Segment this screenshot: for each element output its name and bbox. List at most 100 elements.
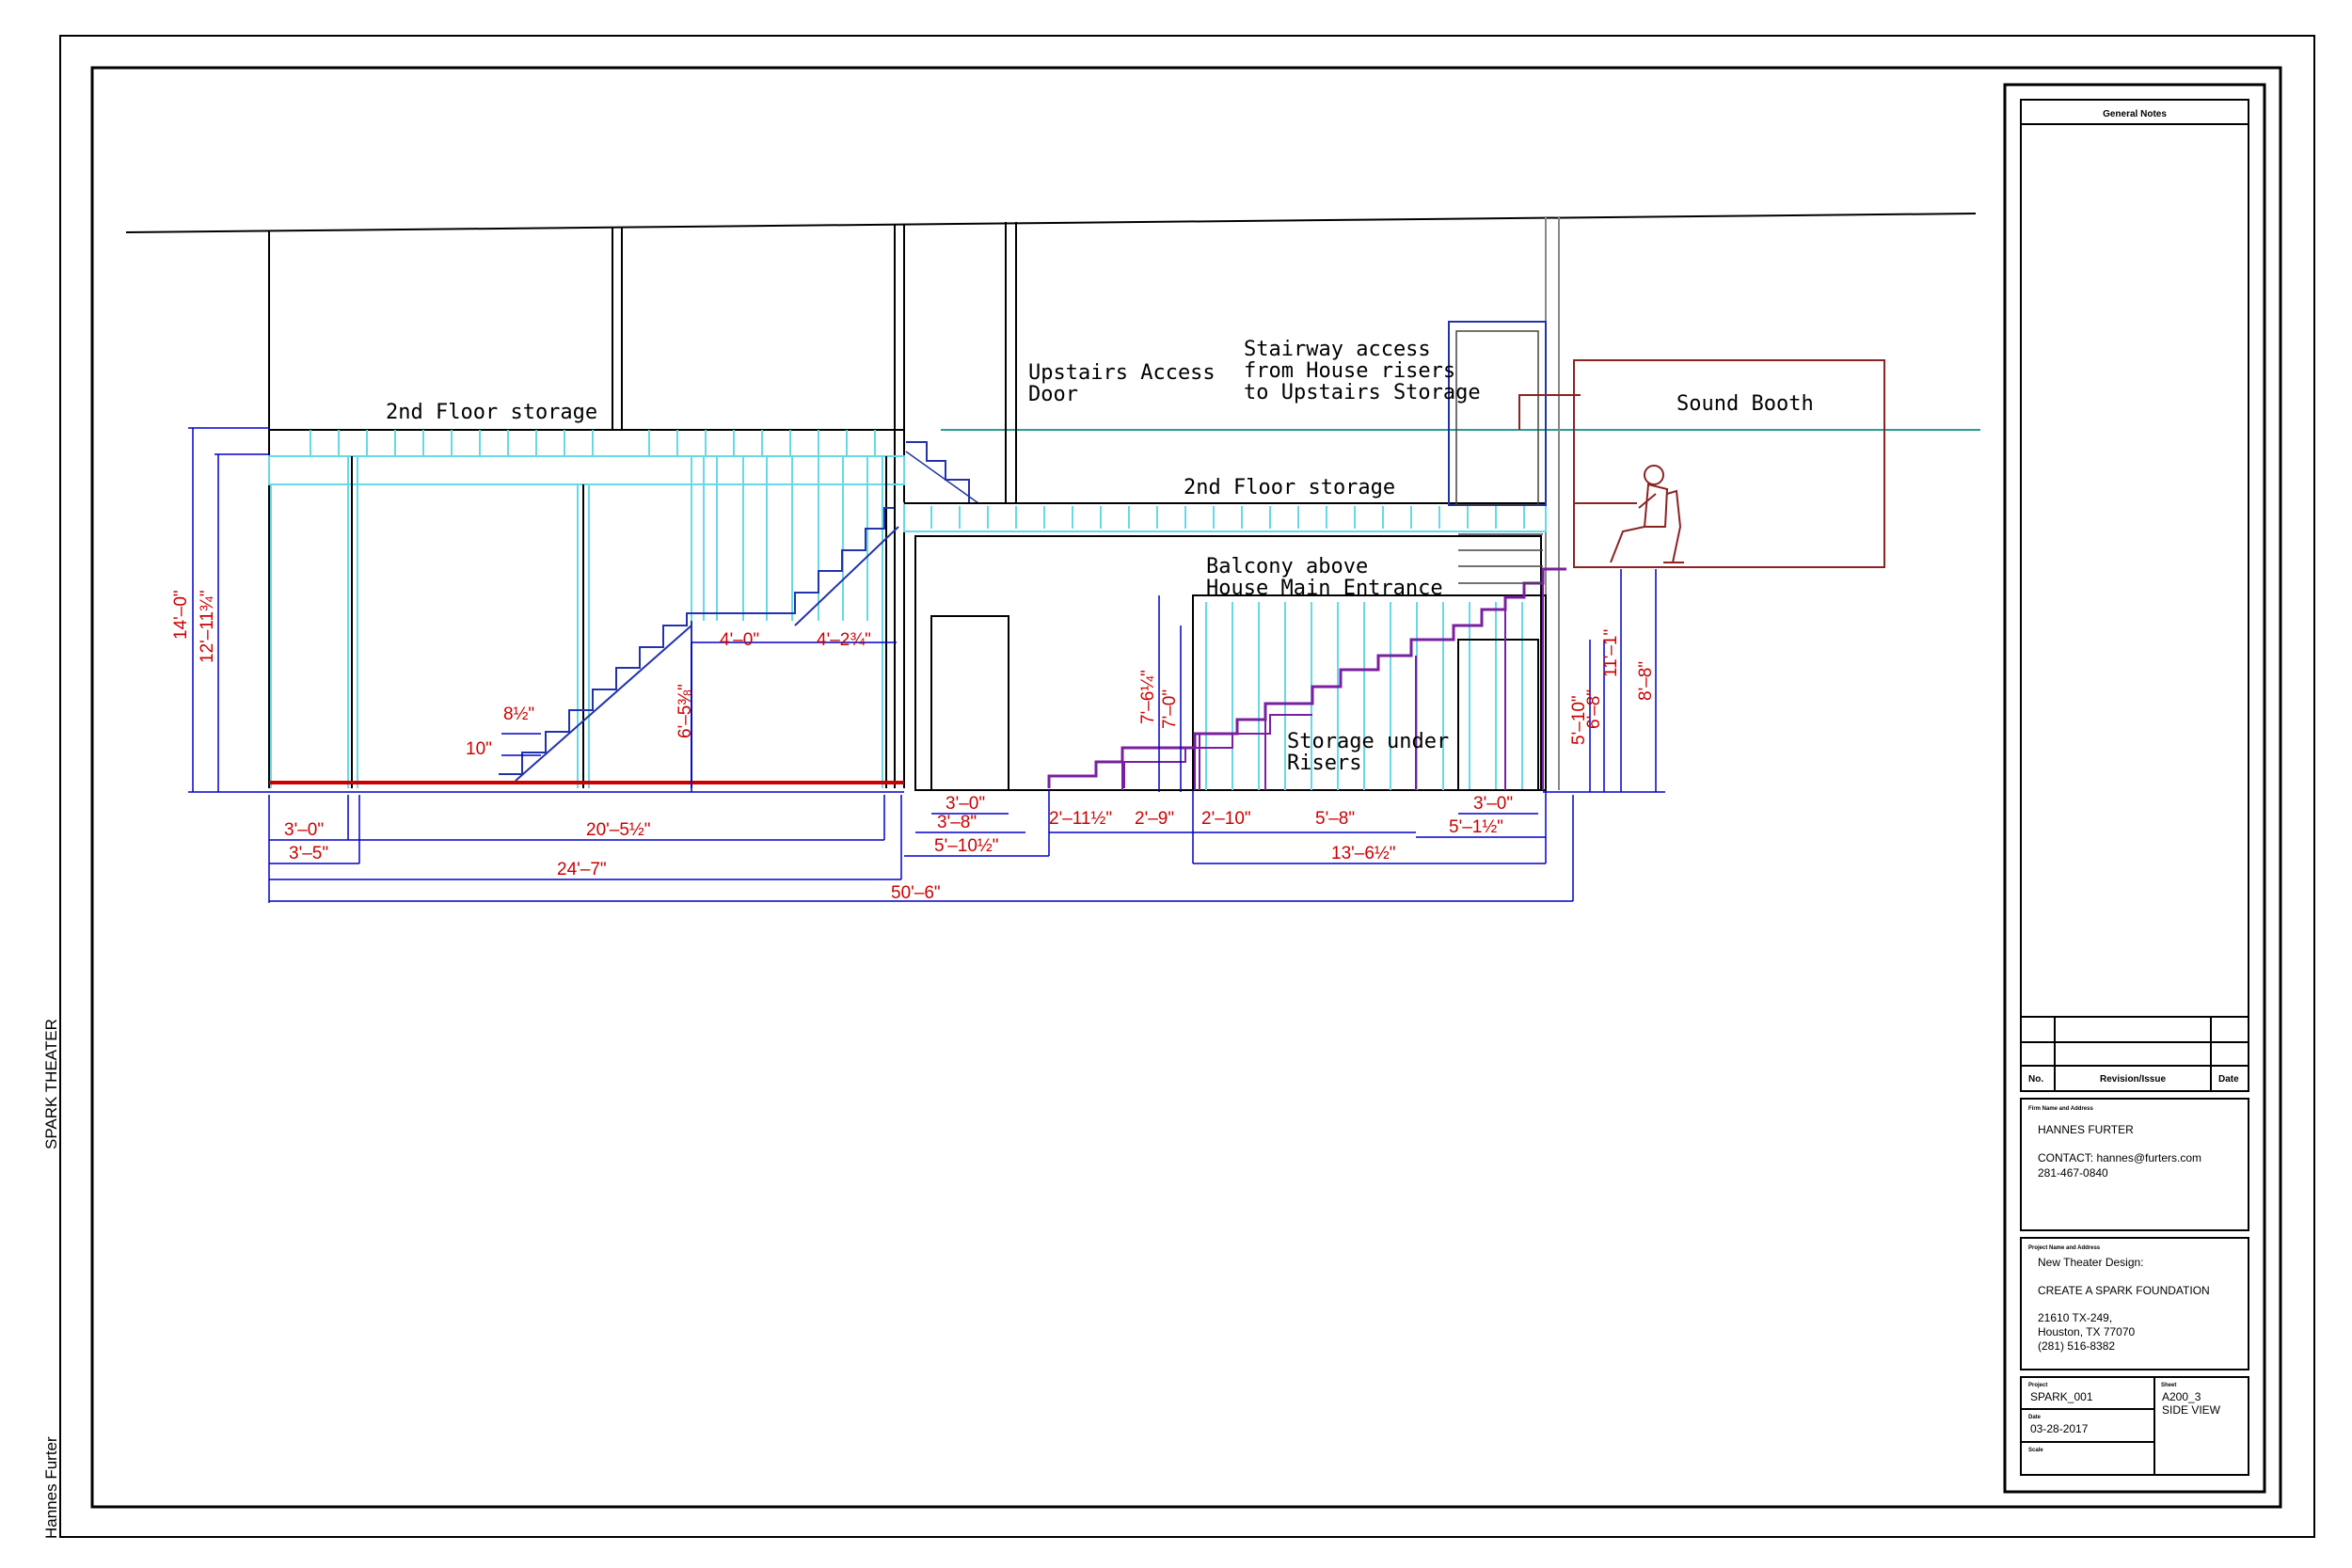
- firm-name: HANNES FURTER: [2038, 1123, 2134, 1136]
- label-stairway-access-2: from House risers: [1244, 359, 1455, 383]
- dim-width-5-1: 5'–1½": [1449, 817, 1503, 837]
- right-storage-slab: [903, 502, 1547, 532]
- label-stairway-access-1: Stairway access: [1244, 338, 1431, 361]
- upper-stair-to-storage: [906, 441, 993, 504]
- project-line1: New Theater Design:: [2038, 1256, 2144, 1269]
- left-slab-joists: [310, 430, 876, 456]
- dim-stair-8: 8½": [503, 705, 534, 724]
- house-risers-lower-row: [1123, 714, 1312, 788]
- project-box: [2020, 1237, 2249, 1370]
- upper-stair-stringer: [905, 451, 979, 504]
- dim-height-11-1: 11'–1": [1601, 629, 1621, 677]
- firm-heading: Firm Name and Address: [2028, 1106, 2093, 1112]
- dim-width-4-2: 4'–2¾": [817, 630, 871, 650]
- dim-height-7-0: 7'–0": [1160, 689, 1180, 729]
- dim-width-2-11: 2'–11½": [1049, 809, 1112, 829]
- scale-label: Scale: [2028, 1448, 2043, 1453]
- dim-width-50-6: 50'–6": [891, 883, 941, 903]
- dim-height-14-0: 14'–0": [171, 590, 191, 640]
- entrance-door: [930, 615, 1009, 791]
- revision-table: [2021, 1016, 2249, 1091]
- dim-height-7-6: 7'–6¼": [1138, 670, 1158, 724]
- date-label: Date: [2028, 1415, 2042, 1420]
- inner-border: [90, 66, 2282, 1509]
- project-heading: Project Name and Address: [2028, 1245, 2101, 1251]
- left-storage-slab-lower: [268, 455, 905, 485]
- dim-height-12-11: 12'–11¾": [198, 590, 217, 663]
- sheet-info-box: [2020, 1376, 2249, 1476]
- dim-width-5-8: 5'–8": [1315, 809, 1355, 829]
- label-upstairs-door-2: Door: [1028, 383, 1078, 406]
- dim-width-3-0-door: 3'–0": [946, 794, 985, 814]
- dim-width-3-5: 3'–5": [289, 844, 328, 863]
- project-address2: Houston, TX 77070: [2038, 1325, 2136, 1338]
- left-room-framing: [270, 456, 883, 788]
- left-staircase-stringer: [515, 625, 692, 782]
- margin-project-text: SPARK THEATER: [42, 1019, 60, 1149]
- upstairs-access-frame: [1448, 321, 1547, 506]
- balcony-studs: [1205, 602, 1523, 790]
- project-address3: (281) 516-8382: [2038, 1339, 2115, 1353]
- left-storage-slab: [268, 429, 905, 457]
- riser-storage-door: [1457, 639, 1539, 791]
- firm-phone: 281-467-0840: [2038, 1166, 2108, 1180]
- dim-height-5-10: 5'–10": [1569, 695, 1589, 745]
- dim-width-2-10: 2'–10": [1201, 809, 1251, 829]
- dim-width-20-5: 20'–5½": [586, 820, 651, 840]
- label-storage-risers-2: Risers: [1287, 752, 1361, 775]
- dim-width-3-8: 3'–8": [937, 813, 977, 832]
- label-2nd-floor-storage-left: 2nd Floor storage: [386, 401, 597, 424]
- dim-width-3-0-left: 3'–0": [284, 820, 324, 840]
- project-label: Project: [2028, 1383, 2047, 1388]
- revision-date-header: Date: [2218, 1074, 2239, 1085]
- general-notes-box: [2020, 99, 2249, 1092]
- label-balcony-2: House Main Entrance: [1206, 577, 1443, 600]
- general-notes-heading: General Notes: [2103, 109, 2167, 119]
- outer-border: [59, 35, 2315, 1538]
- firm-contact: CONTACT: hannes@furters.com: [2038, 1151, 2201, 1164]
- dim-width-24-7: 24'–7": [557, 860, 607, 879]
- label-upstairs-door-1: Upstairs Access: [1028, 361, 1216, 385]
- dim-height-8-8: 8'–8": [1636, 661, 1656, 701]
- right-slab-joists: [930, 506, 1525, 529]
- dim-width-5-10: 5'–10½": [934, 836, 999, 856]
- balcony-box: [1192, 594, 1547, 791]
- revision-no-header: No.: [2028, 1074, 2043, 1085]
- title-block-frame: [2003, 83, 2266, 1494]
- label-sound-booth: Sound Booth: [1677, 392, 1814, 416]
- label-storage-risers-1: Storage under: [1287, 730, 1449, 753]
- label-stairway-access-3: to Upstairs Storage: [1244, 381, 1481, 404]
- dimension-lines: [188, 427, 1665, 903]
- dim-width-2-9: 2'–9": [1135, 809, 1174, 829]
- project-line2: CREATE A SPARK FOUNDATION: [2038, 1284, 2210, 1297]
- dim-width-4-0: 4'–0": [720, 630, 759, 650]
- sheet-value: A200_3: [2162, 1390, 2201, 1403]
- left-staircase-stringer-upper: [794, 526, 899, 626]
- roof-line: [125, 213, 1977, 233]
- label-2nd-floor-storage-right: 2nd Floor storage: [1184, 476, 1395, 499]
- dim-width-13-6: 13'–6½": [1331, 844, 1396, 863]
- revision-issue-header: Revision/Issue: [2100, 1074, 2166, 1085]
- title-block: General Notes No. Revision/Issue Date Fi…: [2003, 83, 2266, 1494]
- sound-booth-box: [1573, 359, 1885, 568]
- dim-width-3-0-right: 3'–0": [1473, 794, 1513, 814]
- dim-stair-10: 10": [466, 739, 492, 759]
- side-elevation-drawing: [125, 213, 1980, 791]
- dim-height-6-8: 6'–8": [1584, 689, 1604, 729]
- house-risers-supports: [1121, 583, 1544, 790]
- sheet-label: Sheet: [2161, 1383, 2176, 1388]
- house-risers-steps: [1047, 567, 1566, 788]
- left-staircase-steps: [499, 507, 894, 775]
- sheet-description: SIDE VIEW: [2162, 1403, 2221, 1417]
- date-value: 03-28-2017: [2030, 1422, 2089, 1435]
- firm-box: [2020, 1098, 2249, 1231]
- margin-author-text: Hannes Furter: [42, 1436, 60, 1539]
- label-balcony-1: Balcony above: [1206, 555, 1368, 578]
- access-stair-treads: [1458, 533, 1543, 584]
- upstairs-access-door: [1455, 330, 1539, 506]
- project-address1: 21610 TX-249,: [2038, 1311, 2112, 1324]
- dim-height-6-5: 6'–5⅜": [675, 684, 695, 738]
- sound-operator-figure: [1610, 465, 1684, 563]
- sound-booth-platform: [1518, 394, 1581, 430]
